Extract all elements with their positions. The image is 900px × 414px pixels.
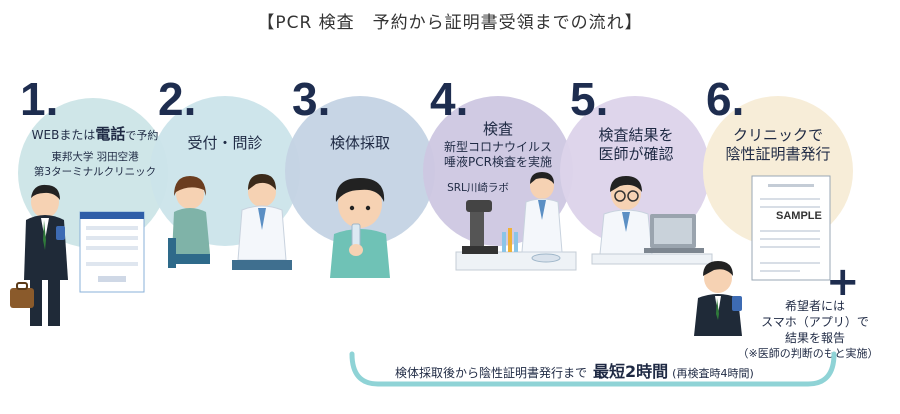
step-3-number: 3. xyxy=(292,73,331,125)
step-2-label: 受付・問診 xyxy=(187,134,263,152)
certificate-illustration xyxy=(751,175,831,281)
step-1-web: WEBまたは xyxy=(31,128,96,142)
step-5-label-line1: 検査結果を xyxy=(598,126,674,144)
step-1-clinic-line2: 第3ターミナルクリニック xyxy=(33,166,157,178)
certificate-sample-stamp: SAMPLE xyxy=(776,210,822,222)
step-6-number: 6. xyxy=(706,73,745,125)
extra-line1: 希望者には xyxy=(784,299,845,313)
extra-line4: （※医師の判断のもと実施） xyxy=(737,347,879,360)
step-4-lab: SRL川崎ラボ xyxy=(447,182,509,194)
step-1-reserve: で予約 xyxy=(125,129,159,142)
bottom-emphasis: 最短2時間 xyxy=(593,362,669,381)
businessman-illustration xyxy=(10,184,68,326)
step-1-number: 1. xyxy=(20,73,59,125)
bottom-summary: 検体採取後から陰性証明書発行まで最短2時間(再検査時4時間) xyxy=(395,358,754,382)
web-form-illustration xyxy=(79,211,145,293)
step-4-virus: 新型コロナウイルス xyxy=(443,140,552,154)
extra-line3: 結果を報告 xyxy=(784,331,845,345)
step-4-pcr: 唾液PCR検査を実施 xyxy=(444,155,552,169)
man-with-phone-illustration xyxy=(694,261,742,336)
step-5-number: 5. xyxy=(570,73,609,125)
bottom-note: (再検査時4時間) xyxy=(672,367,754,380)
step-6-label-line1: クリニックで xyxy=(732,126,823,144)
step-4-label: 検査 xyxy=(482,120,513,138)
extra-line2: スマホ（アプリ）で xyxy=(761,315,869,329)
step-6-label-line2: 陰性証明書発行 xyxy=(725,145,831,163)
specimen-collection-illustration xyxy=(330,178,390,278)
bottom-prefix: 検体採取後から陰性証明書発行まで xyxy=(395,366,588,380)
step-2-number: 2. xyxy=(158,73,197,125)
step-1-label: WEBまたは電話で予約 xyxy=(10,126,180,144)
step-3-label: 検体採取 xyxy=(329,134,390,152)
time-range-bracket xyxy=(349,351,837,387)
step-4-number: 4. xyxy=(430,73,469,125)
plus-icon: + xyxy=(826,259,860,305)
doctor-laptop-illustration xyxy=(591,176,713,265)
page-title: 【PCR 検査 予約から証明書受領までの流れ】 xyxy=(257,13,643,33)
step-1-clinic-line1: 東邦大学 羽田空港 xyxy=(51,151,139,163)
step-1-phone: 電話 xyxy=(95,125,126,143)
step-5-label-line2: 医師が確認 xyxy=(598,145,674,163)
laboratory-illustration xyxy=(455,172,577,271)
consultation-illustration xyxy=(168,174,292,270)
